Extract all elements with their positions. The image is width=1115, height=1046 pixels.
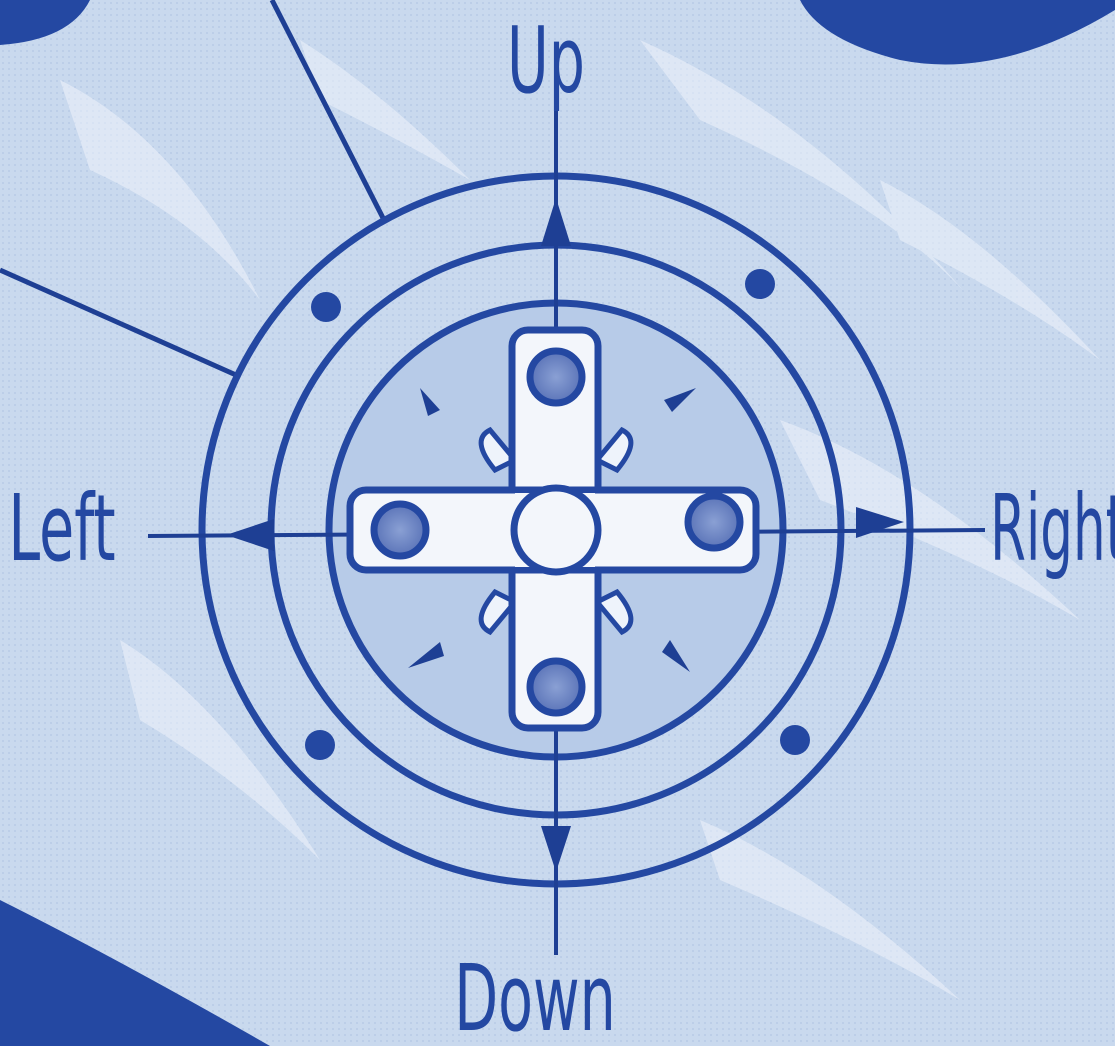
label-right: Right [990, 475, 1115, 582]
d-pad-up-dimple[interactable] [530, 351, 582, 403]
d-pad-down-dimple[interactable] [530, 661, 582, 713]
d-pad-right-dimple[interactable] [688, 496, 740, 548]
dot-lower-left-icon [305, 730, 335, 760]
label-left: Left [8, 476, 115, 583]
label-up: Up [507, 8, 585, 115]
d-pad-left-dimple[interactable] [374, 504, 426, 556]
dot-upper-right-icon [745, 269, 775, 299]
center-button-icon[interactable] [514, 488, 598, 572]
label-down: Down [454, 946, 616, 1046]
dot-upper-left-icon [311, 292, 341, 322]
dot-lower-right-icon [780, 725, 810, 755]
